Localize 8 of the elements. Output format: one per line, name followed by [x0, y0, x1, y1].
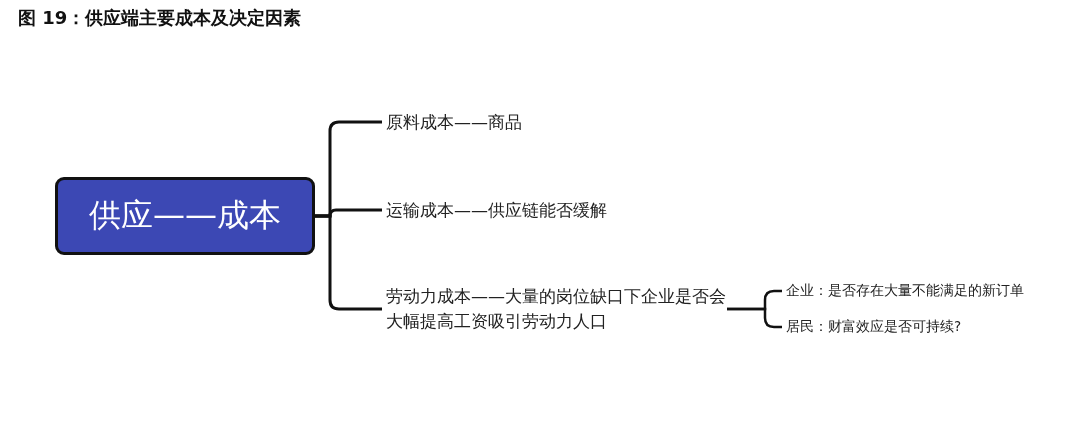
branch-text: 居民：财富效应是否可持续?: [782, 315, 1062, 339]
branch-text: 运输成本——供应链能否缓解: [382, 196, 682, 224]
topic-box: 供应——成本: [55, 177, 315, 255]
branch-text: 企业：是否存在大量不能满足的新订单: [782, 279, 1062, 303]
branch-text: 劳动力成本——大量的岗位缺口下企业是否会大幅提高工资吸引劳动力人口: [382, 284, 727, 334]
figure-title: 图 19：供应端主要成本及决定因素: [18, 6, 302, 30]
branch-text: 原料成本——商品: [382, 108, 682, 136]
connector-line: [315, 214, 382, 311]
